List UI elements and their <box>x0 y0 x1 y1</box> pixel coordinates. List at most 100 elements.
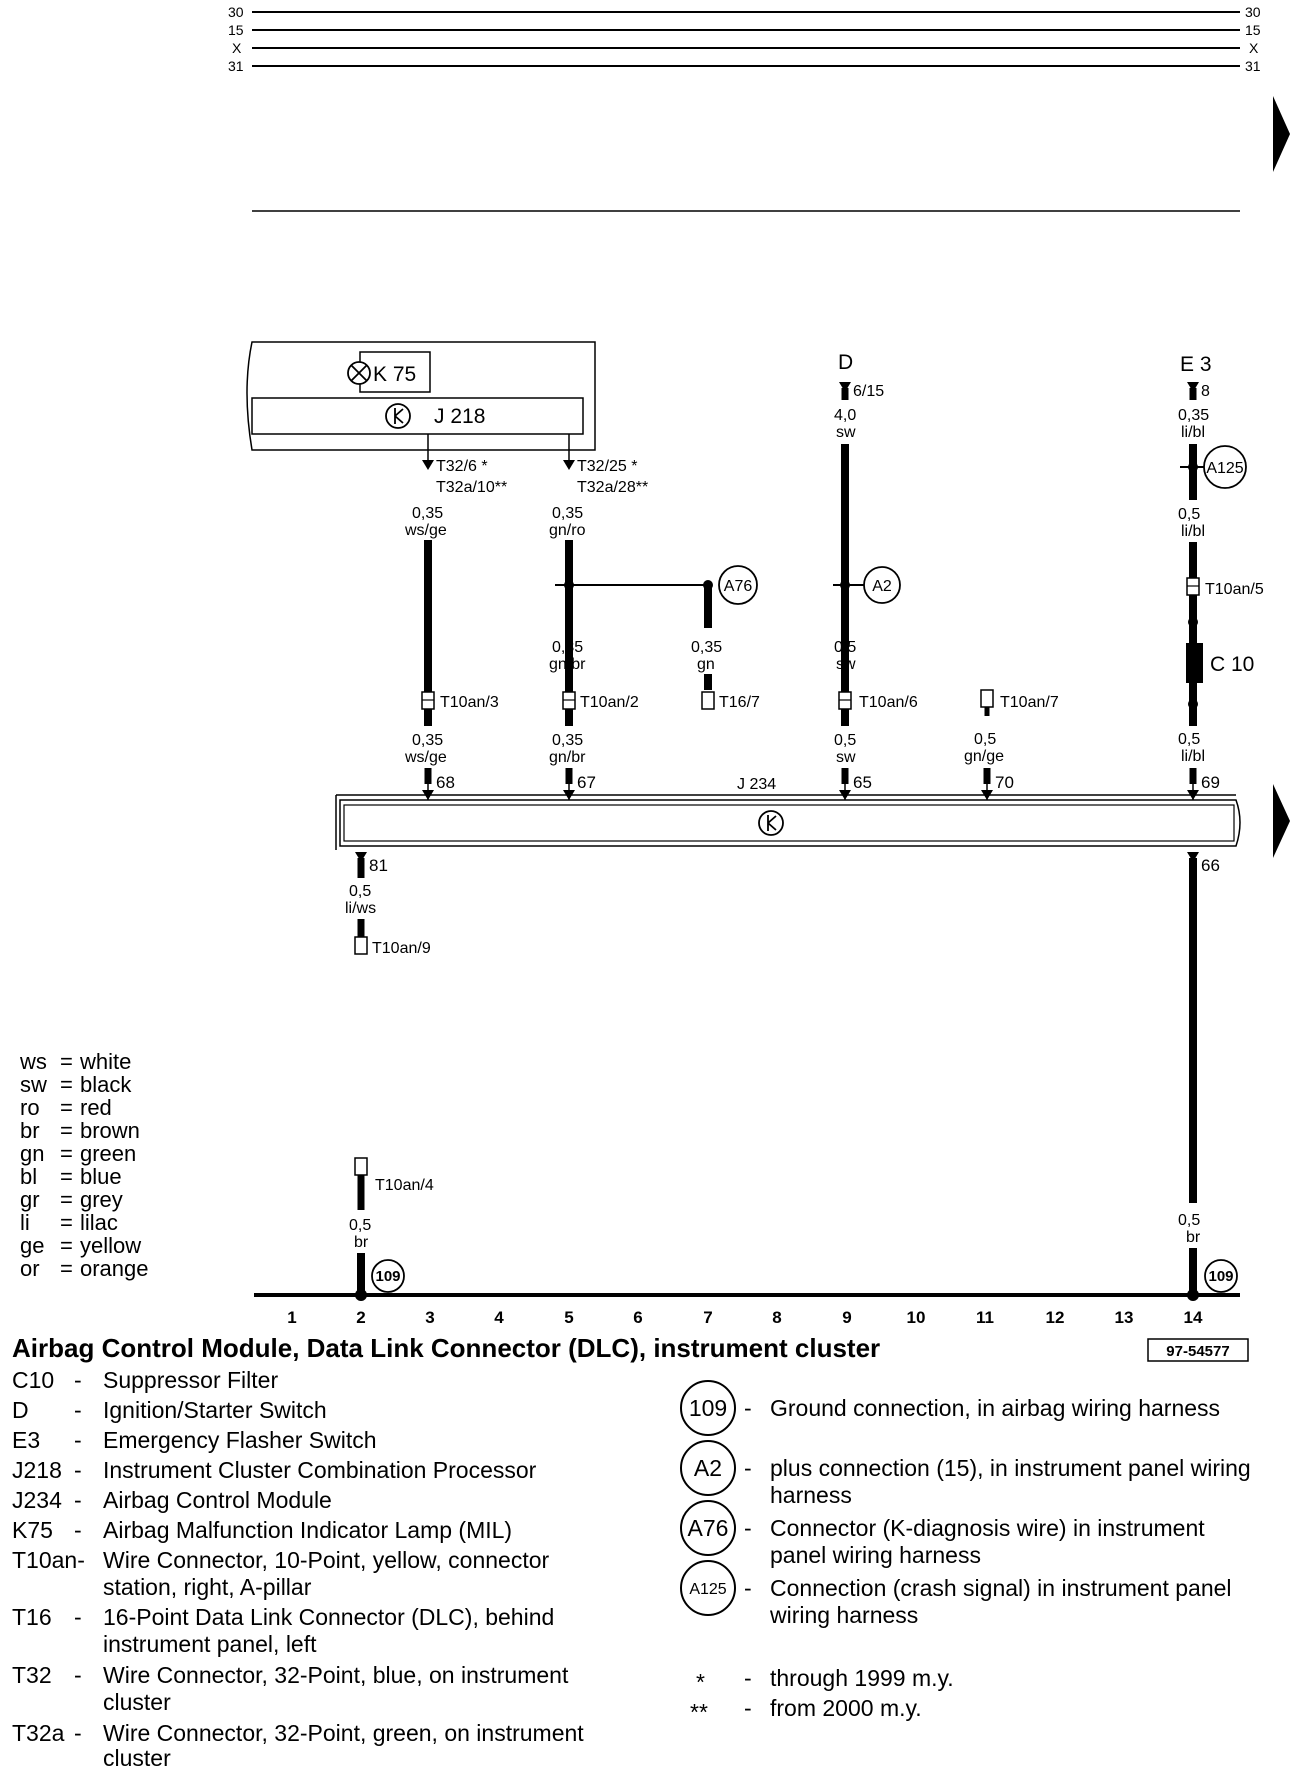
wire-col-3[interactable]: T32/6 * T32a/10** 0,35 ws/ge <box>404 434 507 692</box>
legend-code: K75 <box>12 1517 53 1543</box>
legend-sep: - <box>74 1457 82 1483</box>
legend-code: E3 <box>12 1427 40 1453</box>
t10an4-label: T10an/4 <box>375 1177 434 1194</box>
pos-12: 12 <box>1046 1308 1065 1327</box>
k75-label: K 75 <box>373 363 416 386</box>
legend-symbol-a2 <box>680 1440 736 1496</box>
wire-gauge: 0,35 <box>552 505 583 522</box>
pos-13: 13 <box>1115 1308 1134 1327</box>
equals-sign: = <box>60 1187 73 1212</box>
legend-sep: - <box>74 1487 82 1513</box>
control-unit-icon <box>385 403 411 429</box>
pin-68: 68 <box>436 773 455 792</box>
legend-symbol-text: 109 <box>689 1395 727 1421</box>
pos-1: 1 <box>287 1308 296 1327</box>
color-code: gr <box>20 1187 40 1212</box>
color-code: sw <box>20 1072 47 1097</box>
t32a-28-label: T32a/28** <box>577 479 648 496</box>
pos-14: 14 <box>1184 1308 1203 1327</box>
equals-sign: = <box>60 1072 73 1097</box>
legend-sep: - <box>74 1662 82 1688</box>
t10an7-label: T10an/7 <box>1000 694 1059 711</box>
bus-bars: 30 15 X 31 30 15 X 31 <box>228 4 1261 212</box>
t32-6-label: T32/6 * <box>436 458 488 475</box>
wire-color: li/bl <box>1181 523 1205 540</box>
bus-label-x-right: X <box>1249 40 1259 56</box>
wire-color: br <box>354 1234 369 1251</box>
legend-text: panel wiring harness <box>770 1542 981 1568</box>
pos-9: 9 <box>842 1308 851 1327</box>
legend-text: 16-Point Data Link Connector (DLC), behi… <box>103 1604 554 1630</box>
position-numbers: 1 2 3 4 5 6 7 8 9 10 11 12 13 14 <box>287 1308 1203 1327</box>
lamp-icon <box>347 361 371 385</box>
bus-label-15-left: 15 <box>228 22 244 38</box>
wire-col-7[interactable]: A76 0,35 gn T16/7 <box>691 565 760 711</box>
continuation-arrow-mid[interactable] <box>1273 784 1290 858</box>
wire-color: br <box>1186 1229 1201 1246</box>
wire-col-2[interactable]: T10an/4 0,5 br 109 <box>349 1157 434 1301</box>
d-label: D <box>838 351 853 374</box>
color-code: ge <box>20 1233 44 1258</box>
legend-text: Airbag Control Module <box>103 1487 332 1513</box>
pin-69: 69 <box>1201 773 1220 792</box>
wire-col-14[interactable]: E 3 8 0,35 li/bl A125 0,5 li/bl T10an/5 … <box>1178 353 1264 765</box>
footnote-symbol: * <box>696 1669 705 1695</box>
pos-2: 2 <box>356 1308 365 1327</box>
footnote-symbol: ** <box>690 1699 708 1725</box>
color-name: lilac <box>80 1210 118 1235</box>
equals-sign: = <box>60 1210 73 1235</box>
continuation-arrow-top[interactable] <box>1273 96 1290 172</box>
color-name: green <box>80 1141 136 1166</box>
j218-box: K 75 J 218 <box>246 341 596 451</box>
wire-color: ws/ge <box>404 749 447 766</box>
pos-7: 7 <box>703 1308 712 1327</box>
wire-col-5[interactable]: T32/25 * T32a/28** 0,35 gn/ro 0,35 gn/br <box>549 434 708 673</box>
legend-code: J234 <box>12 1487 62 1513</box>
wire-col-9[interactable]: D 6/15 4,0 sw A2 0,5 sw <box>833 351 901 673</box>
wire-gauge: 4,0 <box>834 407 856 424</box>
pin-65: 65 <box>853 773 872 792</box>
pos-5: 5 <box>564 1308 573 1327</box>
legend-code: T10an- <box>12 1547 85 1573</box>
equals-sign: = <box>60 1233 73 1258</box>
j234-label: J 234 <box>737 776 776 793</box>
legend-symbol-a76 <box>680 1500 736 1556</box>
wire-color: li/bl <box>1181 748 1205 765</box>
ground-109-right <box>1204 1259 1238 1293</box>
wire-gauge: 0,5 <box>1178 1212 1200 1229</box>
connector-icon <box>701 691 715 710</box>
pos-11: 11 <box>976 1308 994 1327</box>
color-code: ws <box>19 1049 47 1074</box>
legend-text: Emergency Flasher Switch <box>103 1427 377 1453</box>
equals-sign: = <box>60 1049 73 1074</box>
legend-code: T32 <box>12 1662 52 1688</box>
legend-left: C10 - Suppressor Filter D - Ignition/Sta… <box>12 1367 584 1768</box>
bus-label-x-left: X <box>232 40 242 56</box>
t16-7-label: T16/7 <box>719 694 760 711</box>
pin-67: 67 <box>577 773 596 792</box>
legend-sep: - <box>744 1395 752 1421</box>
c10-label: C 10 <box>1210 653 1254 676</box>
wire-color: gn/ge <box>964 748 1004 765</box>
pos-8: 8 <box>772 1308 781 1327</box>
legend-sep: - <box>74 1397 82 1423</box>
legend-text: Ground connection, in airbag wiring harn… <box>770 1395 1220 1421</box>
legend-text: Connector (K-diagnosis wire) in instrume… <box>770 1515 1205 1541</box>
t32a-10-label: T32a/10** <box>436 479 507 496</box>
t10an5-label: T10an/5 <box>1205 581 1264 598</box>
bus-label-31-right: 31 <box>1245 58 1261 74</box>
pos-6: 6 <box>633 1308 642 1327</box>
a2-circle <box>863 566 901 604</box>
t10an3-label: T10an/3 <box>440 694 499 711</box>
a125-label: A125 <box>1206 460 1243 477</box>
legend-symbol-text: A2 <box>694 1455 722 1481</box>
color-key: ws = white sw = black ro = red br = brow… <box>19 1049 149 1281</box>
footnote-text: from 2000 m.y. <box>770 1695 922 1721</box>
wire-color: sw <box>836 424 856 441</box>
wire-gauge: 0,5 <box>349 883 371 900</box>
equals-sign: = <box>60 1164 73 1189</box>
t10an-connectors: T10an/3 T10an/2 T10an/6 T10an/7 0,35 ws/… <box>404 628 1059 766</box>
legend-code: C10 <box>12 1367 54 1393</box>
legend-right: 109 - Ground connection, in airbag wirin… <box>680 1380 1251 1725</box>
